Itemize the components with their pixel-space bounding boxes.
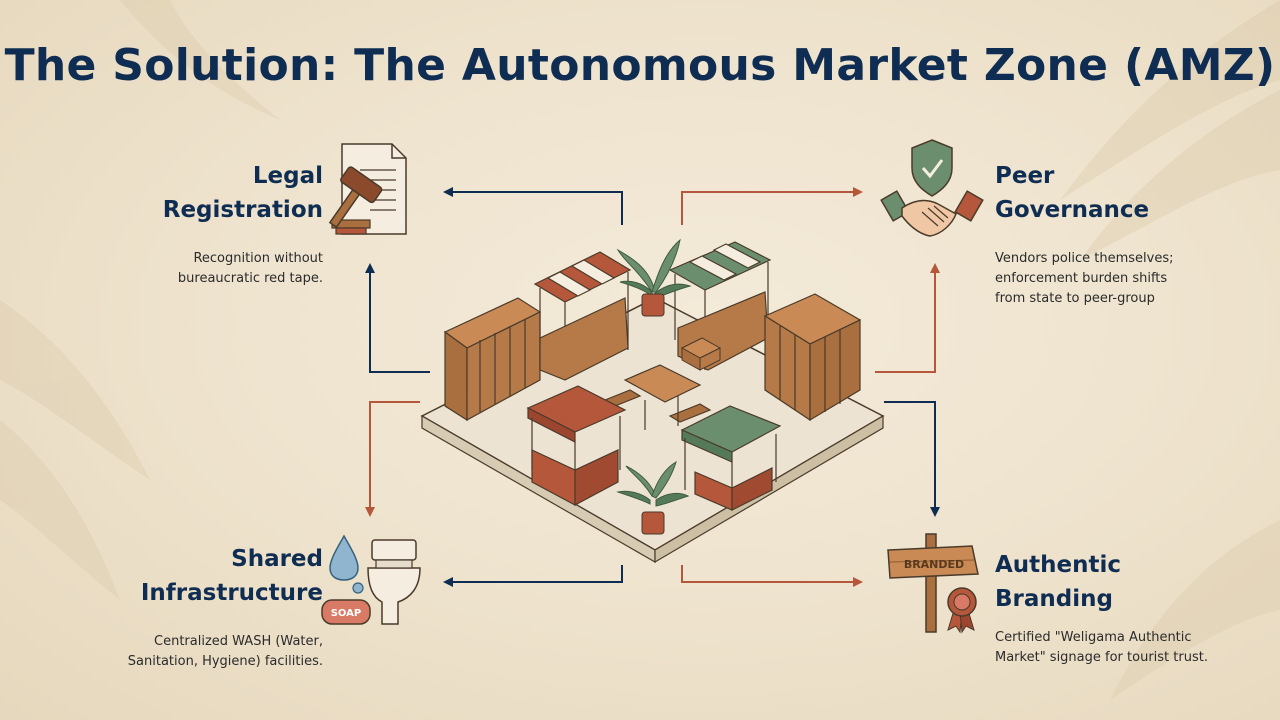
handshake-shield-icon: [880, 139, 984, 237]
peer-description: Vendors police themselves; enforcement b…: [995, 251, 1174, 306]
branding-description: Certified "Weligama Authentic Market" si…: [995, 630, 1208, 665]
arrow-to-shared-bottom: [443, 565, 623, 587]
arrow-to-peer-side: [875, 263, 940, 373]
legal-heading: Legal Registration: [162, 163, 323, 223]
peer-heading: Peer Governance: [995, 163, 1150, 223]
potted-plant-back: [616, 238, 692, 317]
wooden-stall-right: [763, 293, 862, 422]
arrow-to-legal-top: [443, 187, 623, 225]
toilet-water-soap-icon: SOAP: [321, 534, 421, 625]
striped-stall-rust: [533, 251, 632, 381]
sign-label: BRANDED: [904, 558, 964, 571]
shared-heading: Shared Infrastructure: [140, 546, 323, 606]
potted-plant-front: [616, 460, 690, 535]
legal-description: Recognition without bureaucratic red tap…: [177, 251, 323, 286]
shared-description: Centralized WASH (Water, Sanitation, Hyg…: [127, 634, 323, 669]
page-title: The Solution: The Autonomous Market Zone…: [4, 40, 1276, 91]
arrow-to-legal-side: [365, 263, 430, 373]
arrow-to-branding-side: [884, 401, 940, 517]
canopy-stall-green: [680, 405, 782, 511]
arrow-to-shared-side: [365, 401, 420, 517]
arrow-to-peer-top: [681, 187, 863, 225]
picnic-table: [603, 364, 712, 430]
branding-heading: Authentic Branding: [995, 552, 1122, 612]
signpost-badge-icon: BRANDED: [887, 533, 979, 634]
soap-label: SOAP: [331, 608, 362, 619]
canopy-stall-rust: [526, 385, 627, 507]
wooden-stall-left: [443, 297, 542, 422]
crate-stack: [680, 337, 722, 371]
market-zone-illustration: [420, 238, 885, 564]
arrow-to-branding-bottom: [681, 565, 863, 587]
gavel-document-icon: [328, 143, 407, 235]
